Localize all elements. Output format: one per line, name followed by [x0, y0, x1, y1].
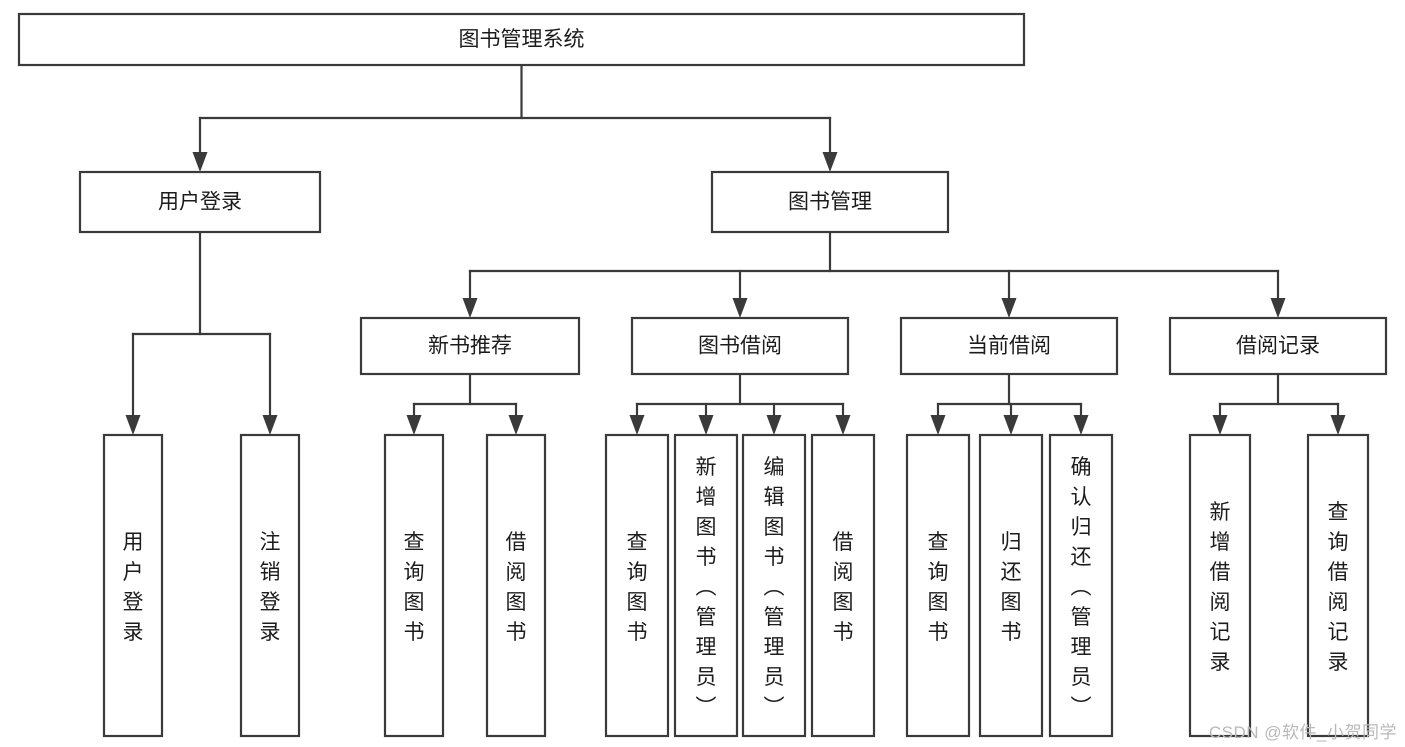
- node-box[interactable]: [239, 433, 301, 738]
- node-box[interactable]: [899, 316, 1119, 376]
- connector-layer: [125, 63, 1346, 435]
- edge-group-root: [192, 63, 838, 172]
- node-box[interactable]: [810, 433, 876, 738]
- node-leaf-query-borrow-record[interactable]: 查询借阅记录: [1306, 433, 1370, 738]
- node-current-borrow[interactable]: 当前借阅: [899, 316, 1119, 376]
- node-box[interactable]: [1168, 316, 1388, 376]
- node-box[interactable]: [1048, 433, 1114, 738]
- edge-group-current-borrow: [930, 372, 1089, 435]
- node-leaf-query-book-rec[interactable]: 查询图书: [383, 433, 445, 738]
- arrow-head-icon: [1001, 298, 1017, 318]
- arrow-head-icon: [262, 415, 278, 435]
- node-box[interactable]: [630, 316, 850, 376]
- node-box[interactable]: [905, 433, 971, 738]
- node-label: 图书借阅: [698, 335, 782, 358]
- arrow-head-icon: [1003, 415, 1019, 435]
- node-leaf-add-book[interactable]: 新增图书︵管理员︶: [673, 433, 739, 738]
- node-leaf-confirm-return[interactable]: 确认归还︵管理员︶: [1048, 433, 1114, 738]
- arrow-head-icon: [835, 415, 851, 435]
- arrow-head-icon: [698, 415, 714, 435]
- node-new-book-recommend[interactable]: 新书推荐: [359, 316, 581, 376]
- arrow-head-icon: [930, 415, 946, 435]
- node-leaf-user-login[interactable]: 用户登录: [102, 433, 164, 738]
- node-label: 图书管理: [788, 191, 872, 214]
- node-box[interactable]: [383, 433, 445, 738]
- node-box[interactable]: [1306, 433, 1370, 738]
- node-label: 新增图书︵管理员︶: [696, 456, 717, 719]
- node-label: 新书推荐: [428, 335, 512, 358]
- node-label: 借阅图书: [833, 531, 854, 644]
- arrow-head-icon: [766, 415, 782, 435]
- node-label: 用户登录: [158, 191, 242, 214]
- node-leaf-borrow-book[interactable]: 借阅图书: [810, 433, 876, 738]
- node-box[interactable]: [1188, 433, 1252, 738]
- edge-group-book-borrow: [629, 372, 851, 435]
- node-leaf-query-book-cur[interactable]: 查询图书: [905, 433, 971, 738]
- arrow-head-icon: [822, 152, 838, 172]
- node-label: 确认归还︵管理员︶: [1071, 456, 1092, 719]
- node-box[interactable]: [673, 433, 739, 738]
- node-label: 查询图书: [404, 531, 425, 644]
- arrow-head-icon: [1212, 415, 1228, 435]
- node-label: 新增借阅记录: [1210, 501, 1231, 674]
- node-box[interactable]: [741, 433, 807, 738]
- node-label: 编辑图书︵管理员︶: [764, 456, 785, 719]
- node-leaf-add-borrow-record[interactable]: 新增借阅记录: [1188, 433, 1252, 738]
- node-box[interactable]: [102, 433, 164, 738]
- node-box[interactable]: [978, 433, 1044, 738]
- node-book-manage[interactable]: 图书管理: [710, 170, 950, 234]
- node-leaf-logout-login[interactable]: 注销登录: [239, 433, 301, 738]
- node-label: 查询图书: [627, 531, 648, 644]
- node-box[interactable]: [359, 316, 581, 376]
- edge-group-book-manage: [462, 230, 1286, 318]
- arrow-head-icon: [462, 298, 478, 318]
- edge-group-user-login: [125, 230, 278, 435]
- node-layer: 图书管理系统用户登录图书管理新书推荐图书借阅当前借阅借阅记录用户登录注销登录查询…: [17, 12, 1388, 738]
- node-leaf-query-book-borrow[interactable]: 查询图书: [604, 433, 670, 738]
- arrow-head-icon: [125, 415, 141, 435]
- arrow-head-icon: [1270, 298, 1286, 318]
- arrow-head-icon: [1073, 415, 1089, 435]
- node-box[interactable]: [604, 433, 670, 738]
- node-box[interactable]: [485, 433, 547, 738]
- arrow-head-icon: [508, 415, 524, 435]
- node-label: 注销登录: [260, 531, 281, 644]
- node-label: 当前借阅: [967, 335, 1051, 358]
- node-user-login[interactable]: 用户登录: [78, 170, 322, 234]
- node-label: 归还图书: [1001, 531, 1022, 644]
- node-label: 用户登录: [123, 531, 144, 644]
- node-label: 借阅图书: [506, 531, 527, 644]
- node-leaf-borrow-book-rec[interactable]: 借阅图书: [485, 433, 547, 738]
- node-label: 借阅记录: [1236, 335, 1320, 358]
- node-box[interactable]: [710, 170, 950, 234]
- node-box[interactable]: [78, 170, 322, 234]
- arrow-head-icon: [1330, 415, 1346, 435]
- node-label: 图书管理系统: [459, 28, 585, 51]
- node-box[interactable]: [17, 12, 1026, 67]
- node-label: 查询图书: [928, 531, 949, 644]
- node-leaf-edit-book[interactable]: 编辑图书︵管理员︶: [741, 433, 807, 738]
- arrow-head-icon: [732, 298, 748, 318]
- edge-group-new-book-recommend: [406, 372, 524, 435]
- node-label: 查询借阅记录: [1328, 501, 1349, 674]
- arrow-head-icon: [192, 152, 208, 172]
- csdn-watermark: CSDN @软件_小贺同学: [1208, 723, 1397, 742]
- arrow-head-icon: [629, 415, 645, 435]
- arrow-head-icon: [406, 415, 422, 435]
- edge-group-borrow-record: [1212, 372, 1346, 435]
- node-leaf-return-book[interactable]: 归还图书: [978, 433, 1044, 738]
- node-book-borrow[interactable]: 图书借阅: [630, 316, 850, 376]
- node-root[interactable]: 图书管理系统: [17, 12, 1026, 67]
- node-borrow-record[interactable]: 借阅记录: [1168, 316, 1388, 376]
